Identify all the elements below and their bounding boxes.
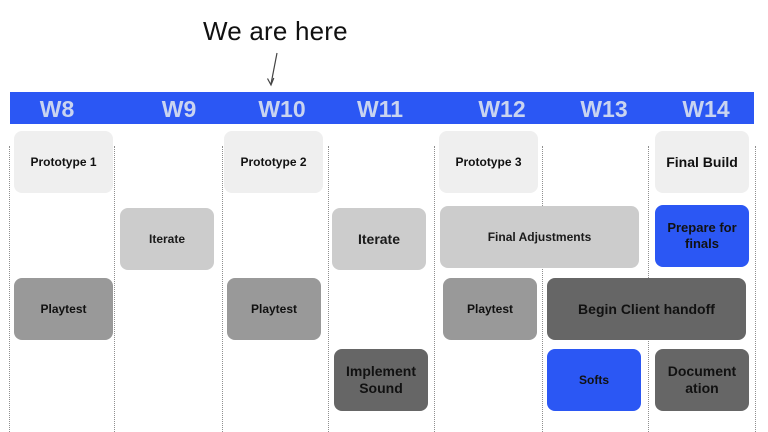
column-divider: [9, 146, 10, 432]
column-divider: [222, 146, 223, 432]
week-label-w14: W14: [682, 96, 730, 122]
task-playtest-w8: Playtest: [14, 278, 113, 340]
week-label-w11: W11: [356, 96, 404, 122]
week-label-w8: W8: [39, 96, 75, 122]
task-final-build: Final Build: [655, 131, 749, 193]
we-are-here-annotation: We are here: [203, 16, 348, 46]
task-prepare-for-finals: Prepare for finals: [655, 205, 749, 267]
task-documentation: Document ation: [655, 349, 749, 411]
week-label-w13: W13: [580, 96, 628, 122]
task-begin-client-handoff: Begin Client handoff: [547, 278, 746, 340]
task-iterate-w9: Iterate: [120, 208, 214, 270]
task-prototype-3: Prototype 3: [439, 131, 538, 193]
task-prototype-2: Prototype 2: [224, 131, 323, 193]
task-iterate-w11: Iterate: [332, 208, 426, 270]
task-final-adjustments: Final Adjustments: [440, 206, 639, 268]
week-label-w9: W9: [161, 96, 197, 122]
arrow-down-icon: [266, 52, 278, 87]
column-divider: [434, 146, 435, 432]
task-playtest-w10: Playtest: [227, 278, 321, 340]
column-divider: [542, 146, 543, 432]
column-divider: [328, 146, 329, 432]
task-softs: Softs: [547, 349, 641, 411]
week-label-w10: W10: [258, 96, 306, 122]
week-header-bar: [10, 92, 754, 124]
task-prototype-1: Prototype 1: [14, 131, 113, 193]
task-playtest-w12: Playtest: [443, 278, 537, 340]
column-divider: [755, 146, 756, 432]
task-implement-sound: Implement Sound: [334, 349, 428, 411]
column-divider: [114, 146, 115, 432]
week-label-w12: W12: [478, 96, 526, 122]
